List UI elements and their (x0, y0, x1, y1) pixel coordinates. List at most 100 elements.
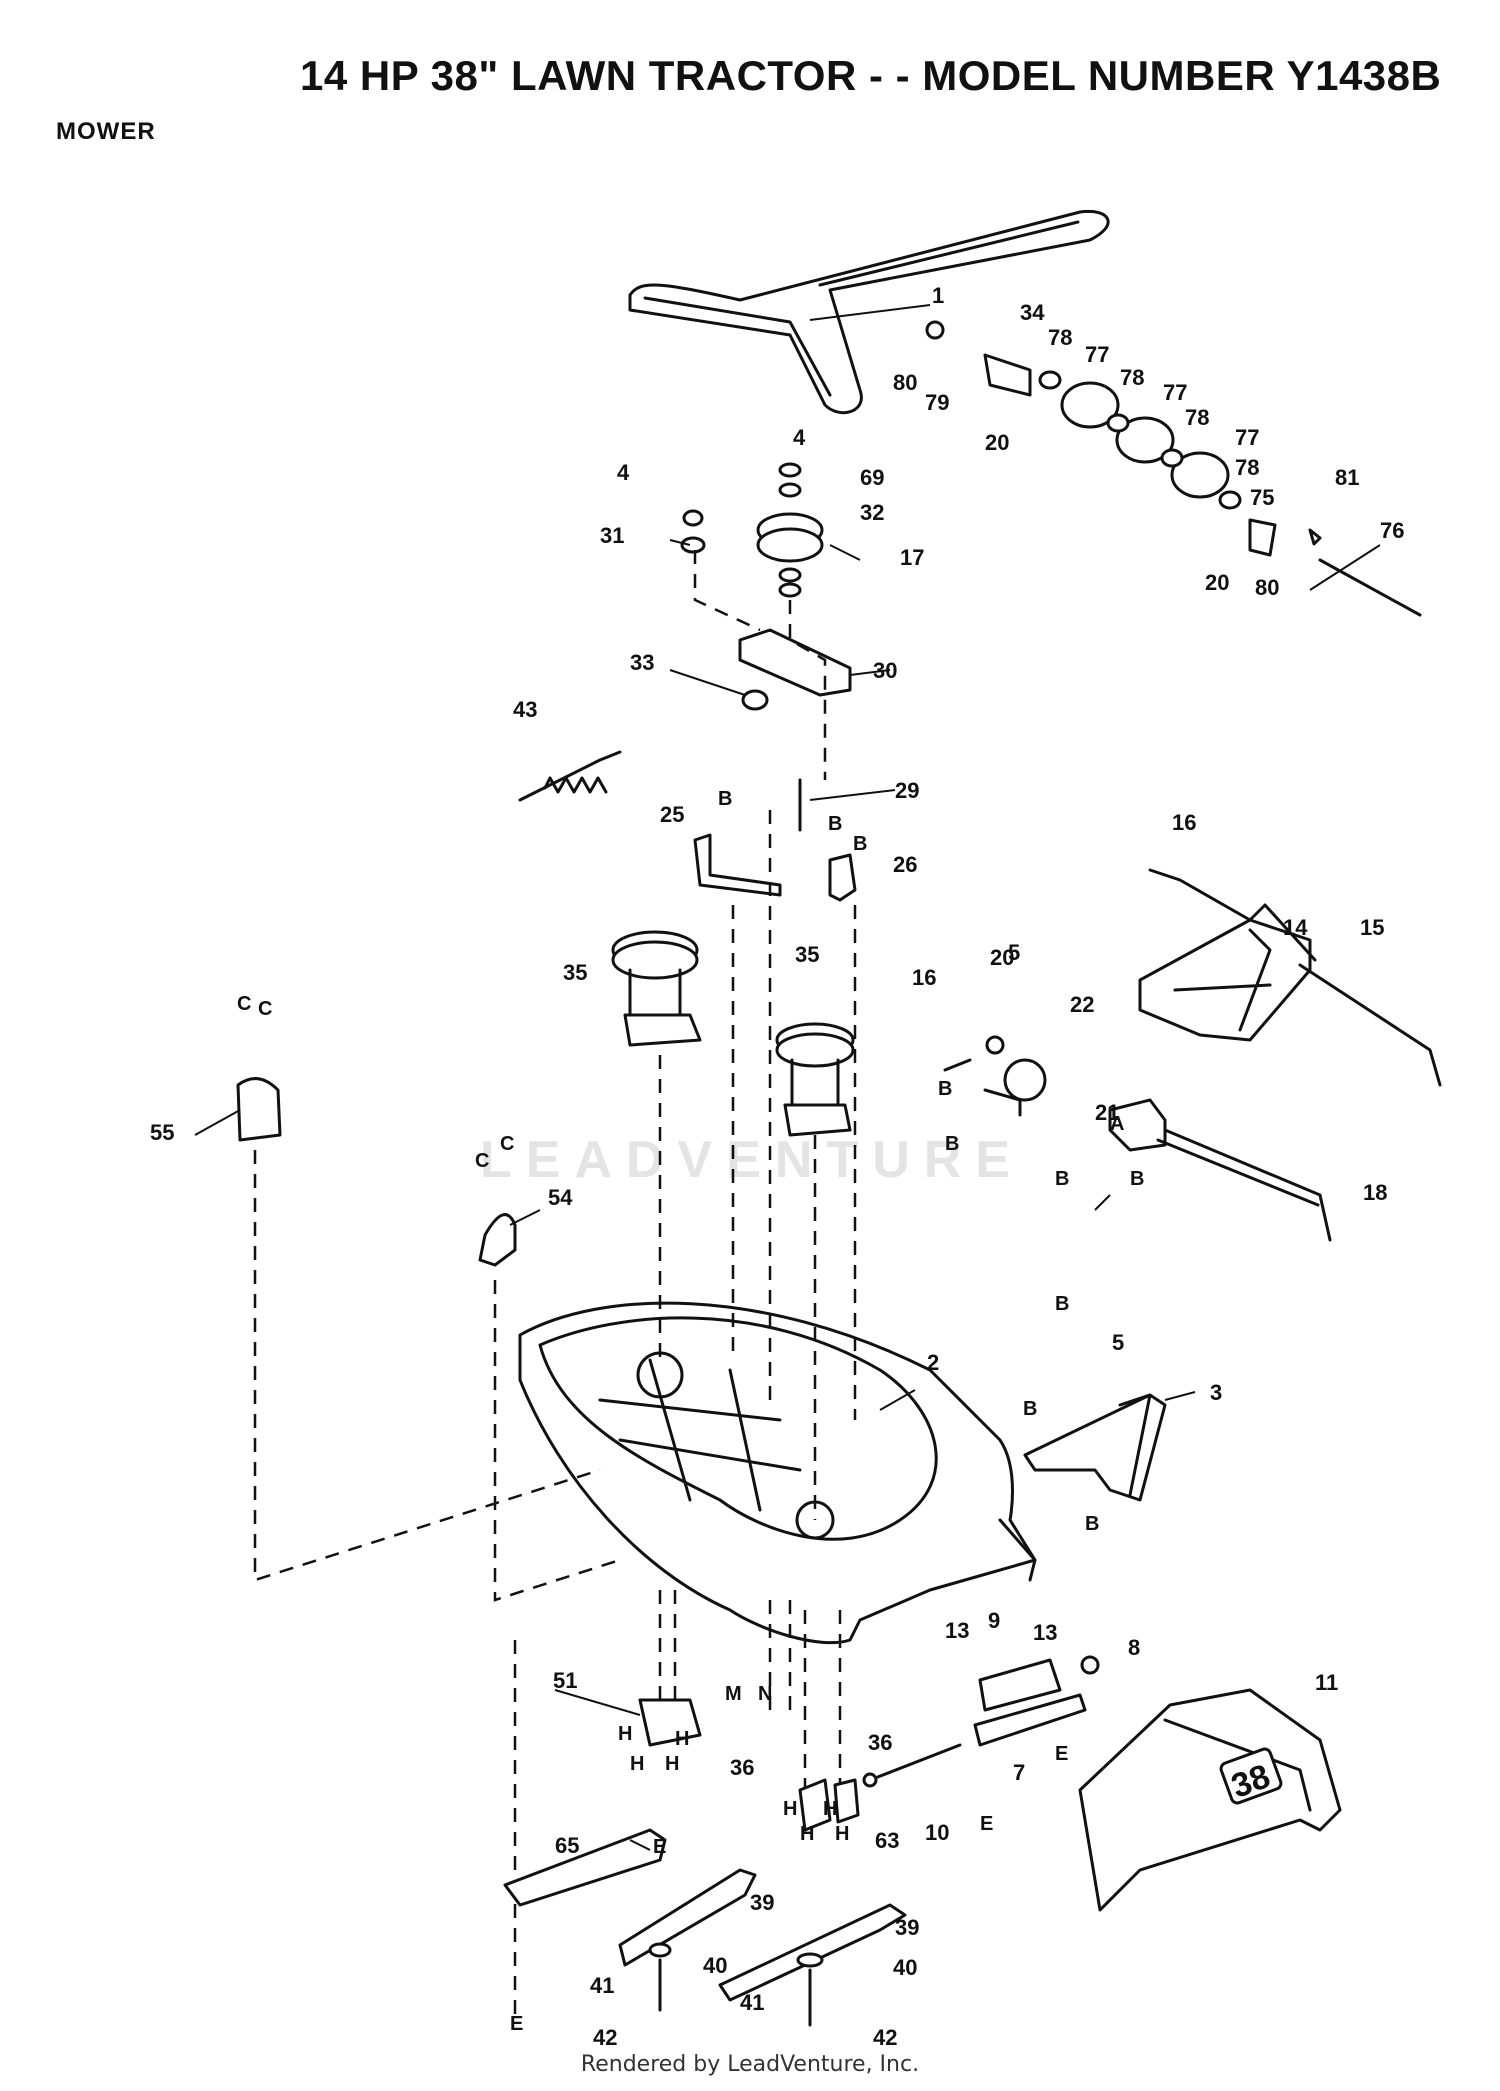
callout-81: 81 (1335, 465, 1359, 490)
ref-e1: E (653, 1836, 666, 1858)
callout-32: 32 (860, 500, 884, 525)
callout-78a: 78 (1048, 325, 1072, 350)
mower-blades (618, 1868, 907, 2027)
diagram-title: 14 HP 38" LAWN TRACTOR - - MODEL NUMBER … (300, 52, 1442, 99)
callout-20c: 20 (990, 945, 1014, 970)
callout-77a: 77 (1085, 342, 1109, 367)
watermark: LEADVENTURE (480, 1131, 1025, 1189)
spindle-pulley-right (775, 1022, 855, 1137)
callout-20a: 20 (985, 430, 1009, 455)
deck-baffle (1023, 1393, 1167, 1502)
idler-arm-bracket (693, 550, 852, 832)
ref-h5: H (783, 1798, 797, 1820)
rear-brackets (236, 1077, 517, 1267)
front-hitch-assembly (1138, 868, 1442, 1087)
callout-40a: 40 (703, 1953, 727, 1978)
callout-2: 2 (927, 1350, 939, 1375)
callout-65: 65 (555, 1833, 579, 1858)
callout-7: 7 (1013, 1760, 1025, 1785)
callout-35a: 35 (563, 960, 587, 985)
alignment-lines (253, 810, 857, 2020)
callout-20b: 20 (1205, 570, 1229, 595)
callout-69: 69 (860, 465, 884, 490)
callout-22: 22 (1070, 992, 1094, 1017)
ref-b2: B (828, 813, 842, 835)
ref-e2: E (510, 2013, 523, 2035)
ref-c2: C (258, 998, 272, 1020)
ref-e3: E (980, 1813, 993, 1835)
ref-c3: C (475, 1150, 489, 1172)
ref-c4: C (500, 1133, 514, 1155)
callout-31: 31 (600, 523, 624, 548)
callout-15: 15 (1360, 915, 1384, 940)
callout-76: 76 (1380, 518, 1404, 543)
callout-34: 34 (1020, 300, 1045, 325)
callout-leaders (194, 304, 1381, 1851)
callout-78d: 78 (1235, 455, 1259, 480)
callout-54: 54 (548, 1185, 573, 1210)
callout-36a: 36 (868, 1730, 892, 1755)
callout-16b: 16 (912, 965, 936, 990)
callout-78b: 78 (1120, 365, 1144, 390)
callout-25: 25 (660, 802, 684, 827)
chute-hardware (862, 1655, 1100, 1788)
callout-4b: 4 (617, 460, 630, 485)
callout-51: 51 (553, 1668, 577, 1693)
callout-75: 75 (1250, 485, 1274, 510)
spindle-pulley-left (611, 930, 702, 1047)
callout-42a: 42 (593, 2025, 617, 2050)
callout-77b: 77 (1163, 380, 1187, 405)
ref-h2: H (675, 1728, 689, 1750)
callout-36b: 36 (730, 1755, 754, 1780)
callout-21: 21 (1095, 1100, 1119, 1125)
blade-adapter (503, 1828, 667, 1907)
footer-credit: Rendered by LeadVenture, Inc. (580, 2052, 920, 2077)
callout-13b: 13 (1033, 1620, 1057, 1645)
callout-5a: 5 (1008, 940, 1020, 965)
ref-b9: B (1023, 1398, 1037, 1420)
idler-spring (518, 750, 622, 802)
callout-79: 79 (925, 390, 949, 415)
callout-39a: 39 (750, 1890, 774, 1915)
callout-3: 3 (1210, 1380, 1222, 1405)
callout-30: 30 (873, 658, 897, 683)
ref-h7: H (823, 1798, 837, 1820)
ref-h1: H (618, 1723, 632, 1745)
callout-41a: 41 (590, 1973, 614, 1998)
ref-h6: H (800, 1823, 814, 1845)
center-pulley (680, 462, 824, 598)
ref-h4: H (665, 1753, 679, 1775)
ref-b3: B (853, 833, 867, 855)
reference-letters: A B B B B B B B B B B C C C C E E E E H … (237, 788, 1144, 2035)
ref-b8: B (1055, 1293, 1069, 1315)
callout-78c: 78 (1185, 405, 1209, 430)
callout-17: 17 (900, 545, 924, 570)
callout-8: 8 (1128, 1635, 1140, 1660)
callout-29: 29 (895, 778, 919, 803)
callout-42b: 42 (873, 2025, 897, 2050)
ref-b6: B (1055, 1168, 1069, 1190)
ref-h8: H (835, 1823, 849, 1845)
callout-14: 14 (1283, 915, 1308, 940)
ref-b1: B (718, 788, 732, 810)
callout-5b: 5 (1112, 1330, 1124, 1355)
callout-4a: 4 (793, 425, 806, 450)
callout-77c: 77 (1235, 425, 1259, 450)
callout-80a: 80 (893, 370, 917, 395)
callout-numbers: 1 2 3 4 4 5 5 7 8 9 10 11 13 13 14 15 16… (150, 283, 1404, 2050)
callout-16a: 16 (1172, 810, 1196, 835)
callout-39b: 39 (895, 1915, 919, 1940)
callout-18: 18 (1363, 1180, 1387, 1205)
callout-41b: 41 (740, 1990, 764, 2015)
discharge-chute: 38 (1078, 1688, 1342, 1912)
ref-b7: B (1130, 1168, 1144, 1190)
callout-43: 43 (513, 697, 537, 722)
callout-1: 1 (932, 283, 944, 308)
callout-55: 55 (150, 1120, 174, 1145)
callout-35b: 35 (795, 942, 819, 967)
callout-13a: 13 (945, 1618, 969, 1643)
spindle-housings (638, 1698, 860, 1832)
ref-n: N (758, 1683, 772, 1705)
mower-deck (518, 1301, 1037, 1645)
callout-9: 9 (988, 1608, 1000, 1633)
